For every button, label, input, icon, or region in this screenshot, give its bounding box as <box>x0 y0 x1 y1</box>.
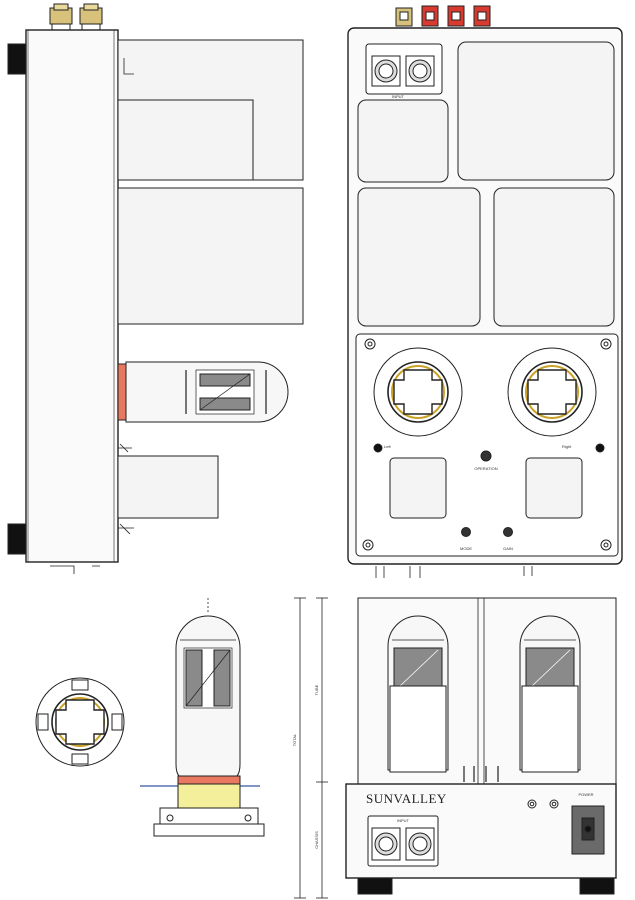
top-panel-left-small <box>357 99 449 183</box>
xlr-top-right <box>405 55 435 87</box>
front-jack-a[interactable] <box>527 799 537 809</box>
deck-screw-br <box>600 539 612 551</box>
left-channel-knob[interactable] <box>373 443 383 453</box>
side-chassis <box>25 29 119 563</box>
transformer-inner <box>117 99 254 181</box>
top-panel-mid-left <box>357 187 481 327</box>
tube-socket-right <box>507 347 597 437</box>
side-cover-bottom <box>117 455 219 519</box>
side-tube <box>117 361 289 423</box>
deck-screw-tr <box>600 338 612 350</box>
xlr-front-left <box>371 827 401 861</box>
front-view: SUNVALLEY INPUT POWER <box>345 597 617 895</box>
side-top-terminals <box>49 3 103 31</box>
front-tube-right <box>519 615 581 773</box>
top-panel-right-large <box>457 41 615 181</box>
brand-logo: SUNVALLEY <box>366 791 447 806</box>
dim-upper-label: TUBE <box>314 684 319 695</box>
deck-screw-bl <box>362 539 374 551</box>
front-foot-right <box>579 877 615 895</box>
side-view <box>7 3 304 574</box>
gain-label: GAIN <box>503 546 513 551</box>
xlr-top-left <box>371 55 401 87</box>
dim-lower-label: CHASSIS <box>314 831 319 849</box>
gain-switch[interactable] <box>503 527 513 537</box>
deck-window-left <box>389 457 447 519</box>
top-view: INPUT Left Right OPERATION <box>347 5 623 578</box>
front-foot-left <box>357 877 393 895</box>
left-channel-label: Left <box>384 444 392 449</box>
input-label-top: INPUT <box>392 94 405 99</box>
xlr-front-right <box>405 827 435 861</box>
mode-label: MODE <box>460 546 472 551</box>
tube-socket-left <box>373 347 463 437</box>
side-foot-bottom <box>7 523 27 555</box>
front-tube-left <box>387 615 449 773</box>
tube-elevation <box>140 598 265 837</box>
power-label: POWER <box>578 792 593 797</box>
speaker-terminals <box>395 5 491 27</box>
right-channel-label: Right <box>562 444 572 449</box>
power-switch-frame <box>571 805 605 855</box>
transformer-cover-lower <box>117 187 304 325</box>
dim-total-label: TOTAL <box>292 733 297 746</box>
operation-label: OPERATION <box>474 466 497 471</box>
dimension-lines <box>294 597 328 899</box>
socket-detail <box>35 677 125 767</box>
top-panel-mid-right <box>493 187 615 327</box>
side-foot-top <box>7 43 27 75</box>
mode-switch[interactable] <box>461 527 471 537</box>
deck-screw-tl <box>364 338 376 350</box>
right-channel-knob[interactable] <box>595 443 605 453</box>
front-jack-b[interactable] <box>549 799 559 809</box>
operation-switch[interactable] <box>480 450 492 462</box>
input-label-front: INPUT <box>397 818 410 823</box>
deck-window-right <box>525 457 583 519</box>
